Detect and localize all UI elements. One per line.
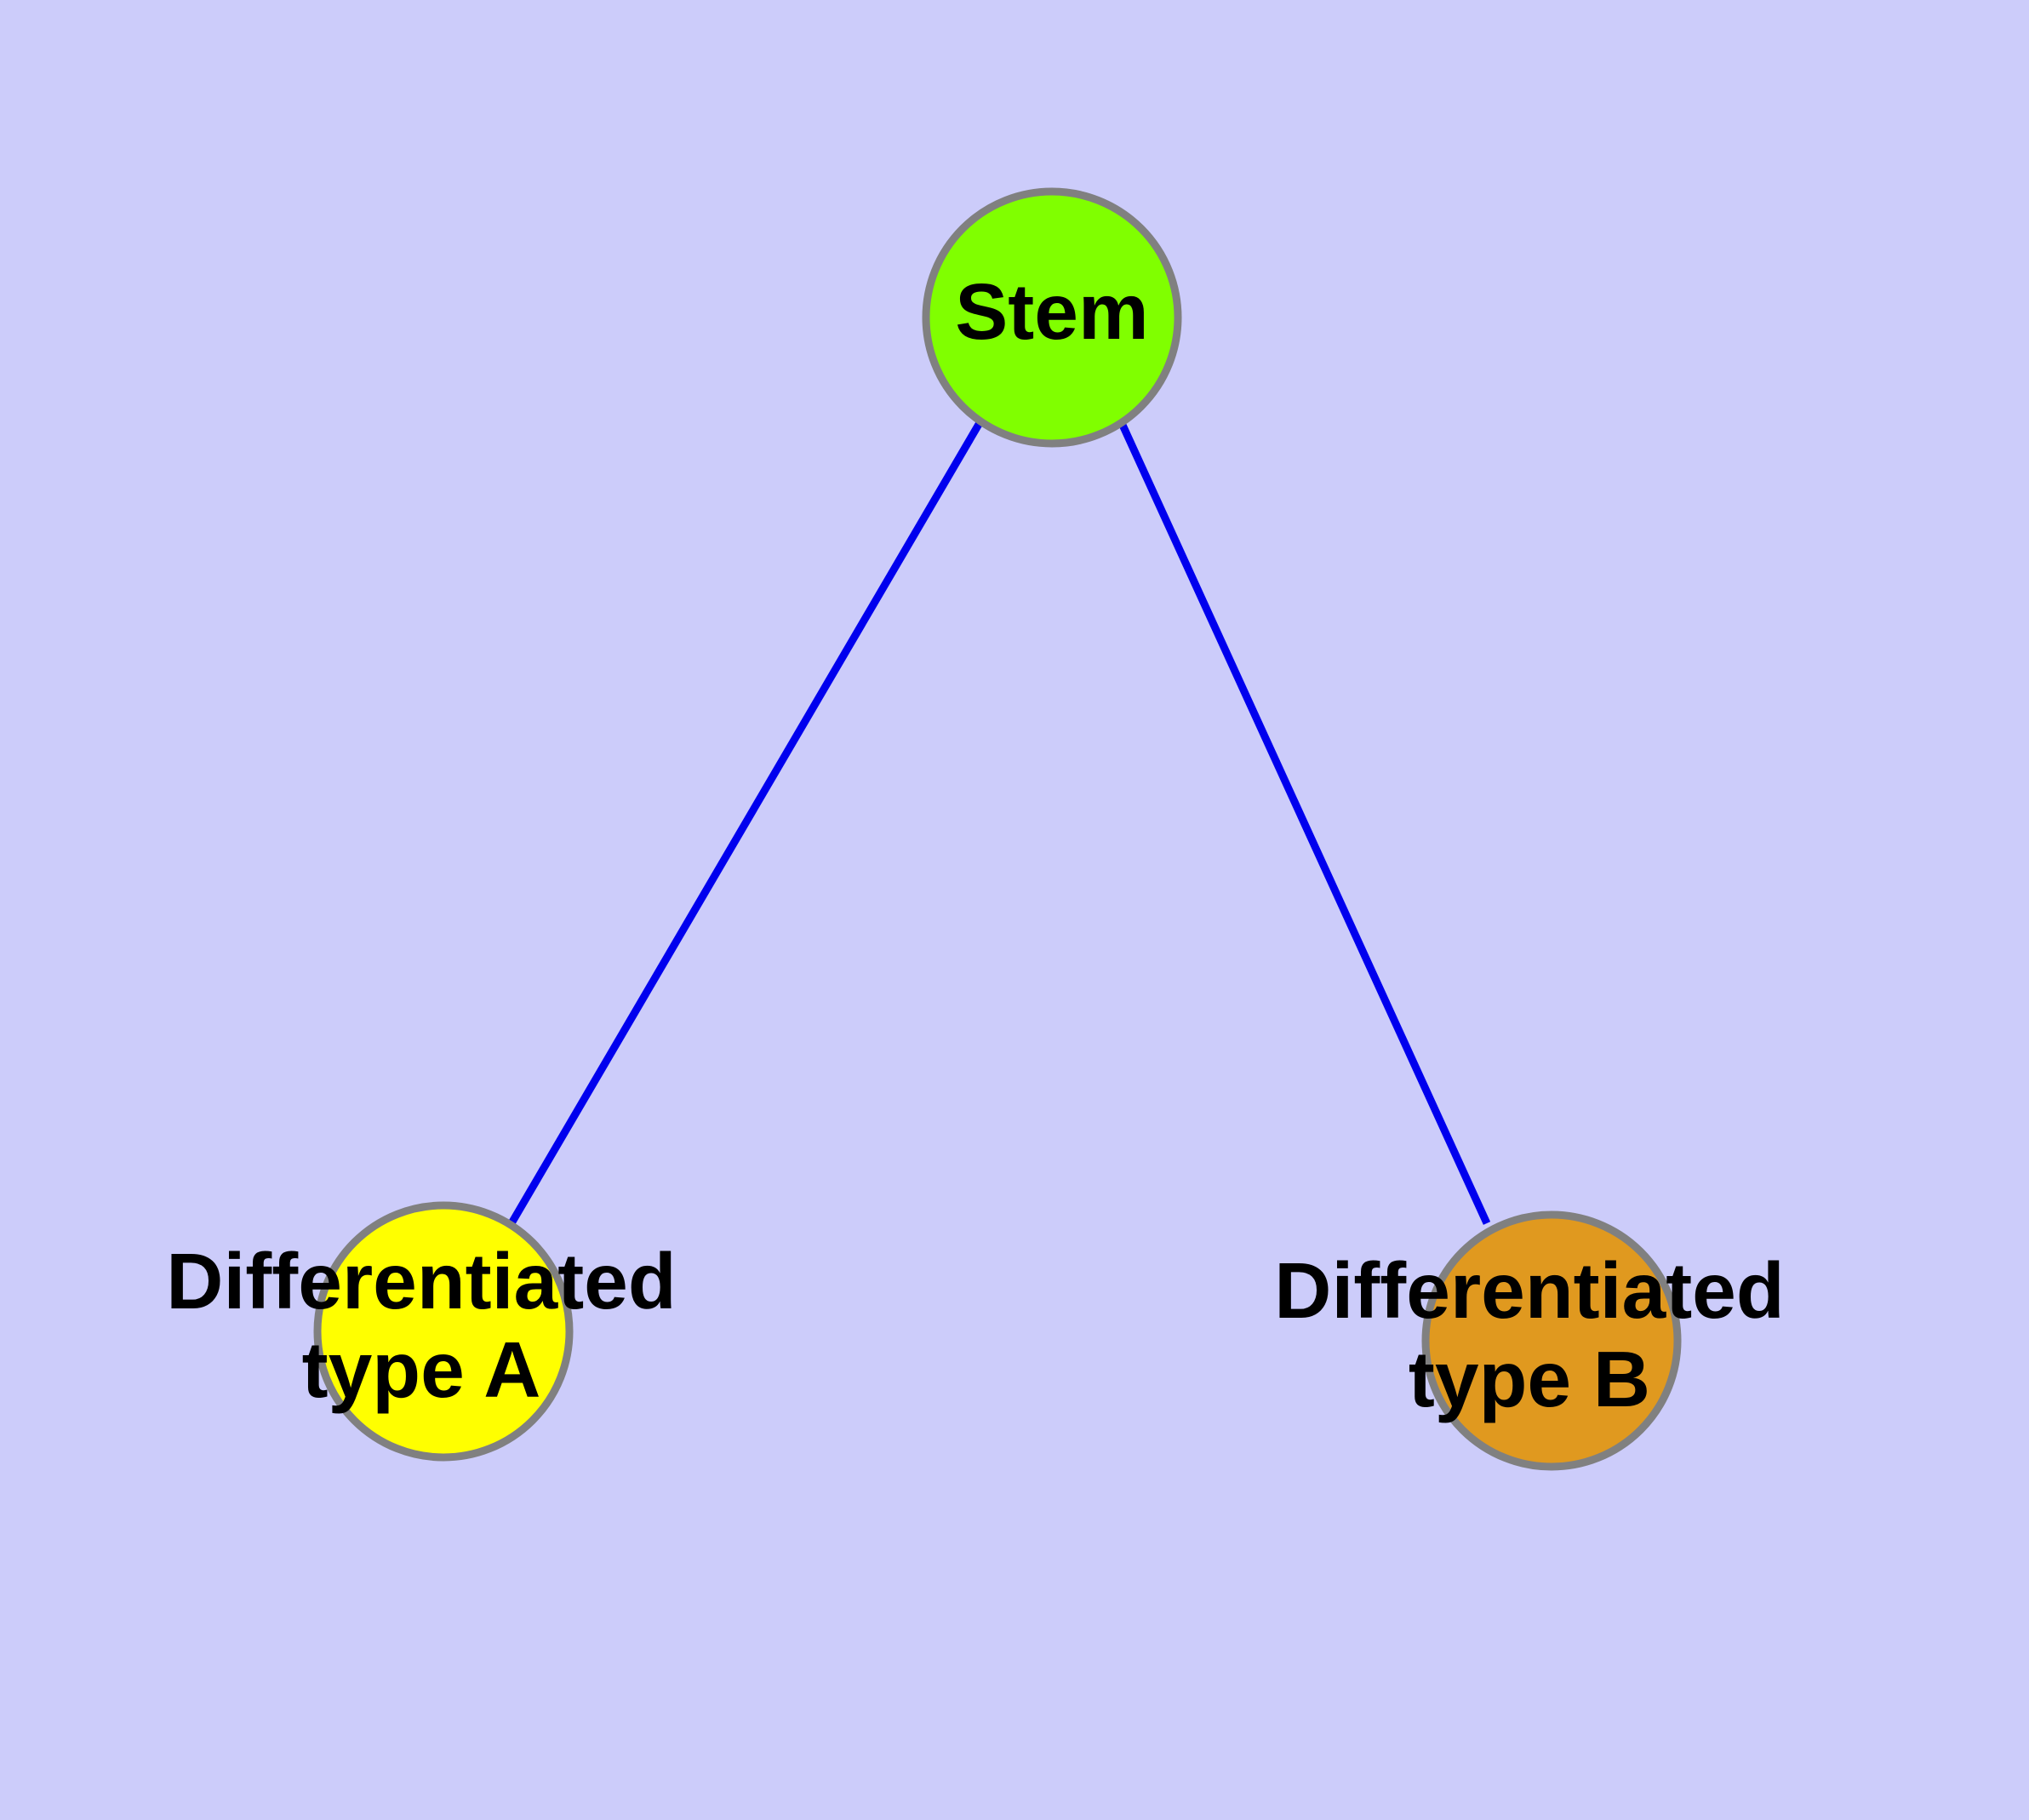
node-stem[interactable] xyxy=(922,187,1182,448)
node-label-line: Differentiated xyxy=(1274,1245,1784,1334)
edge-stem-to-diff-b[interactable] xyxy=(1117,421,1491,1225)
node-differentiated-type-a[interactable] xyxy=(313,1201,574,1462)
node-label-line: type A xyxy=(302,1325,541,1414)
node-label-line: type B xyxy=(1409,1335,1650,1423)
node-label-line: Differentiated xyxy=(166,1236,676,1325)
edge-layer xyxy=(508,419,1491,1226)
node-label-line: Stem xyxy=(955,267,1148,356)
node-differentiated-type-b[interactable] xyxy=(1421,1210,1682,1471)
edge-stem-to-diff-a[interactable] xyxy=(508,419,984,1226)
node-label-stem: Stem xyxy=(955,267,1148,356)
node-layer xyxy=(313,187,1682,1471)
